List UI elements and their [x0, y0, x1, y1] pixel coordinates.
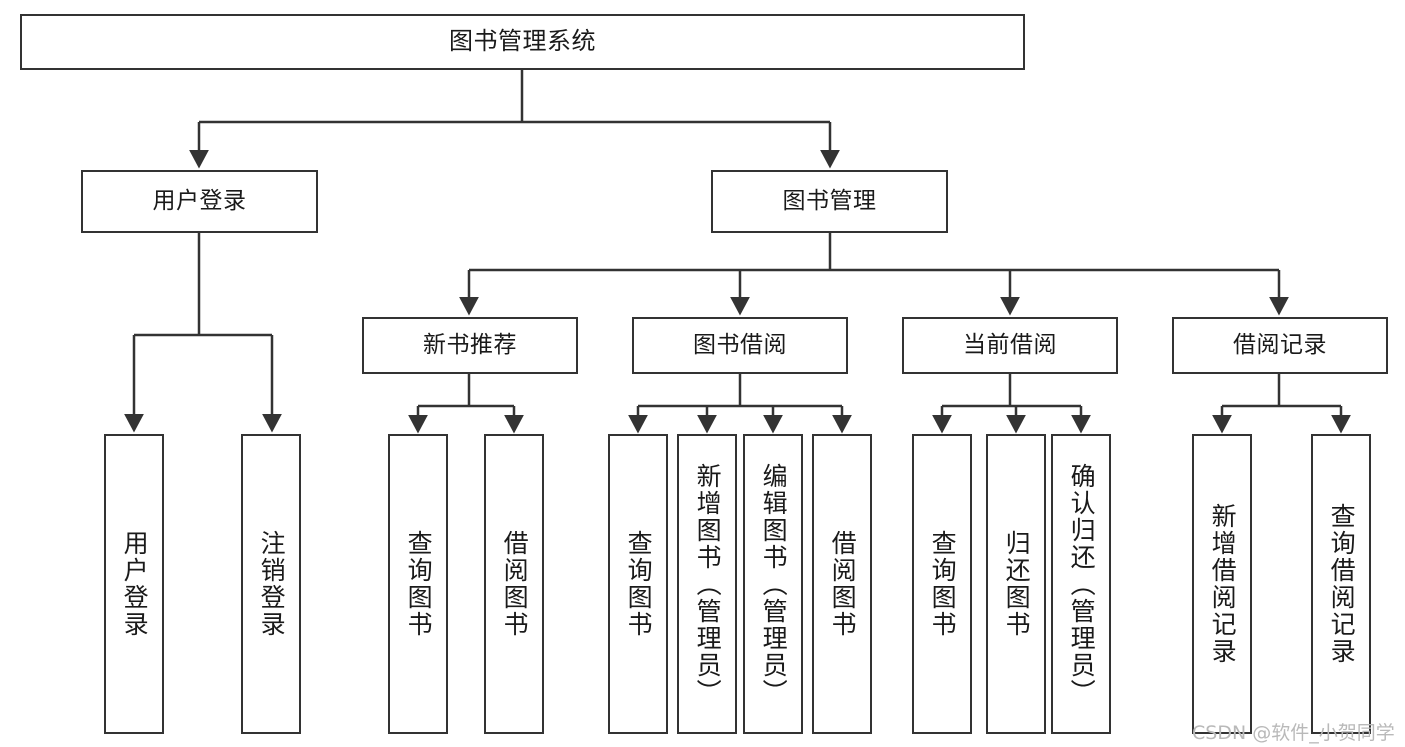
node-leaf-query-book-borrow-label: 查询图书 [624, 530, 654, 638]
node-leaf-query-book-current-label: 查询图书 [928, 530, 958, 638]
node-book-borrow-label: 图书借阅 [693, 332, 787, 359]
node-leaf-add-book-label: 新增图书（管理员） [693, 462, 723, 706]
node-new-book-recommendation-label: 新书推荐 [423, 332, 517, 359]
node-borrow-record-label: 借阅记录 [1233, 332, 1327, 359]
node-user-login[interactable]: 用户登录 [81, 170, 318, 233]
csdn-watermark-text: CSDN @软件_小贺同学 [1192, 722, 1395, 744]
node-leaf-logout[interactable]: 注销登录 [241, 434, 301, 734]
node-current-borrow-label: 当前借阅 [963, 332, 1057, 359]
node-leaf-borrow-book-recommendation[interactable]: 借阅图书 [484, 434, 544, 734]
node-leaf-borrow-book-borrow-label: 借阅图书 [828, 530, 858, 638]
node-borrow-record[interactable]: 借阅记录 [1172, 317, 1388, 374]
node-leaf-user-login-label: 用户登录 [120, 530, 150, 638]
node-new-book-recommendation[interactable]: 新书推荐 [362, 317, 578, 374]
node-leaf-add-borrow-record-label: 新增借阅记录 [1208, 503, 1238, 665]
node-root[interactable]: 图书管理系统 [20, 14, 1025, 70]
node-leaf-return-book-label: 归还图书 [1002, 530, 1032, 638]
node-book-manage-label: 图书管理 [782, 188, 877, 215]
node-leaf-confirm-return[interactable]: 确认归还（管理员） [1051, 434, 1111, 734]
node-user-login-label: 用户登录 [152, 188, 247, 215]
node-book-manage[interactable]: 图书管理 [711, 170, 948, 233]
csdn-watermark: CSDN @软件_小贺同学 [1192, 718, 1395, 745]
node-leaf-logout-label: 注销登录 [257, 530, 287, 638]
node-leaf-confirm-return-label: 确认归还（管理员） [1067, 462, 1097, 706]
node-leaf-borrow-book-recommendation-label: 借阅图书 [500, 530, 530, 638]
node-current-borrow[interactable]: 当前借阅 [902, 317, 1118, 374]
node-leaf-query-book-recommendation[interactable]: 查询图书 [388, 434, 448, 734]
node-leaf-add-borrow-record[interactable]: 新增借阅记录 [1192, 434, 1252, 734]
node-leaf-query-book-current[interactable]: 查询图书 [912, 434, 972, 734]
node-leaf-add-book[interactable]: 新增图书（管理员） [677, 434, 737, 734]
node-leaf-query-book-recommendation-label: 查询图书 [404, 530, 434, 638]
node-leaf-user-login[interactable]: 用户登录 [104, 434, 164, 734]
node-leaf-borrow-book-borrow[interactable]: 借阅图书 [812, 434, 872, 734]
node-leaf-edit-book[interactable]: 编辑图书（管理员） [743, 434, 803, 734]
node-leaf-edit-book-label: 编辑图书（管理员） [759, 462, 789, 706]
node-leaf-query-book-borrow[interactable]: 查询图书 [608, 434, 668, 734]
node-book-borrow[interactable]: 图书借阅 [632, 317, 848, 374]
node-leaf-return-book[interactable]: 归还图书 [986, 434, 1046, 734]
node-root-label: 图书管理系统 [449, 27, 596, 56]
node-leaf-query-borrow-record[interactable]: 查询借阅记录 [1311, 434, 1371, 734]
node-leaf-query-borrow-record-label: 查询借阅记录 [1327, 503, 1357, 665]
